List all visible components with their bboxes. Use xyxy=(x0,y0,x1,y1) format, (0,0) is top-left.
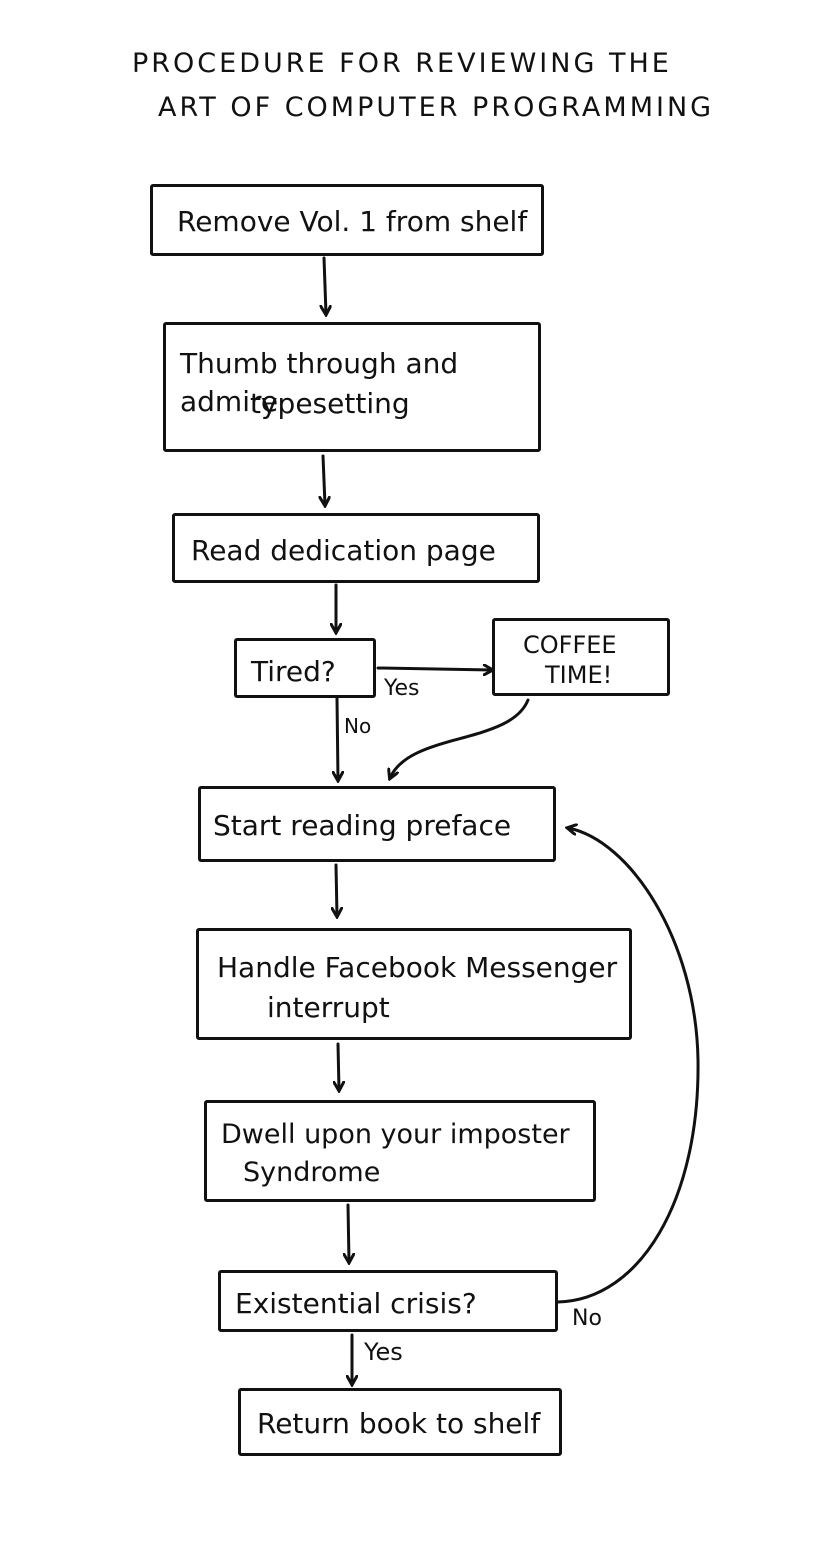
step-remove-volume: Remove Vol. 1 from shelf xyxy=(150,184,544,256)
step-handle-facebook-line-2: interrupt xyxy=(267,991,390,1024)
step-thumb-through-line-1: Thumb through and admire xyxy=(180,347,459,418)
step-return-book-text: Return book to shelf xyxy=(257,1407,541,1440)
arrow-coffee-to-preface xyxy=(390,698,530,778)
arrow-tired-to-preface xyxy=(337,696,338,780)
step-dwell-imposter-line-2: Syndrome xyxy=(243,1157,381,1188)
step-handle-facebook: Handle Facebook Messenger interrupt xyxy=(196,928,632,1040)
arrow-preface-to-facebook xyxy=(336,863,337,916)
step-dwell-imposter-line-1: Dwell upon your imposter xyxy=(221,1119,570,1150)
step-coffee-time-line-2: TIME! xyxy=(545,661,613,689)
edge-label-crisis-yes: Yes xyxy=(364,1338,403,1366)
arrow-remove-to-thumb xyxy=(324,256,326,314)
step-start-preface-text: Start reading preface xyxy=(213,809,512,842)
arrow-imposter-to-crisis xyxy=(348,1203,349,1262)
edge-label-crisis-no: No xyxy=(572,1306,602,1331)
arrow-tired-to-coffee xyxy=(376,668,492,670)
title-line-2: ART OF COMPUTER PROGRAMMING xyxy=(158,92,715,123)
step-handle-facebook-line-1: Handle Facebook Messenger xyxy=(217,951,618,984)
step-remove-volume-text: Remove Vol. 1 from shelf xyxy=(177,205,528,238)
decision-existential-crisis-text: Existential crisis? xyxy=(235,1287,477,1320)
step-read-dedication: Read dedication page xyxy=(172,513,540,583)
step-start-preface: Start reading preface xyxy=(198,786,556,862)
edge-label-tired-no: No xyxy=(344,714,372,738)
decision-tired: Tired? xyxy=(234,638,376,698)
arrow-crisis-to-preface-loop xyxy=(556,828,700,1304)
step-dwell-imposter: Dwell upon your imposter Syndrome xyxy=(204,1100,596,1202)
step-coffee-time: COFFEE TIME! xyxy=(492,618,670,696)
arrow-thumb-to-dedication xyxy=(323,454,325,505)
step-coffee-time-line-1: COFFEE xyxy=(523,631,617,659)
step-read-dedication-text: Read dedication page xyxy=(191,534,496,567)
step-return-book: Return book to shelf xyxy=(238,1388,562,1456)
decision-tired-text: Tired? xyxy=(251,655,336,688)
step-thumb-through-line-2: typesetting xyxy=(250,387,410,420)
arrow-facebook-to-imposter xyxy=(338,1042,339,1090)
step-thumb-through: Thumb through and admire typesetting xyxy=(163,322,541,452)
edge-label-tired-yes: Yes xyxy=(384,676,420,701)
decision-existential-crisis: Existential crisis? xyxy=(218,1270,558,1332)
title-line-1: PROCEDURE FOR REVIEWING THE xyxy=(132,48,672,79)
